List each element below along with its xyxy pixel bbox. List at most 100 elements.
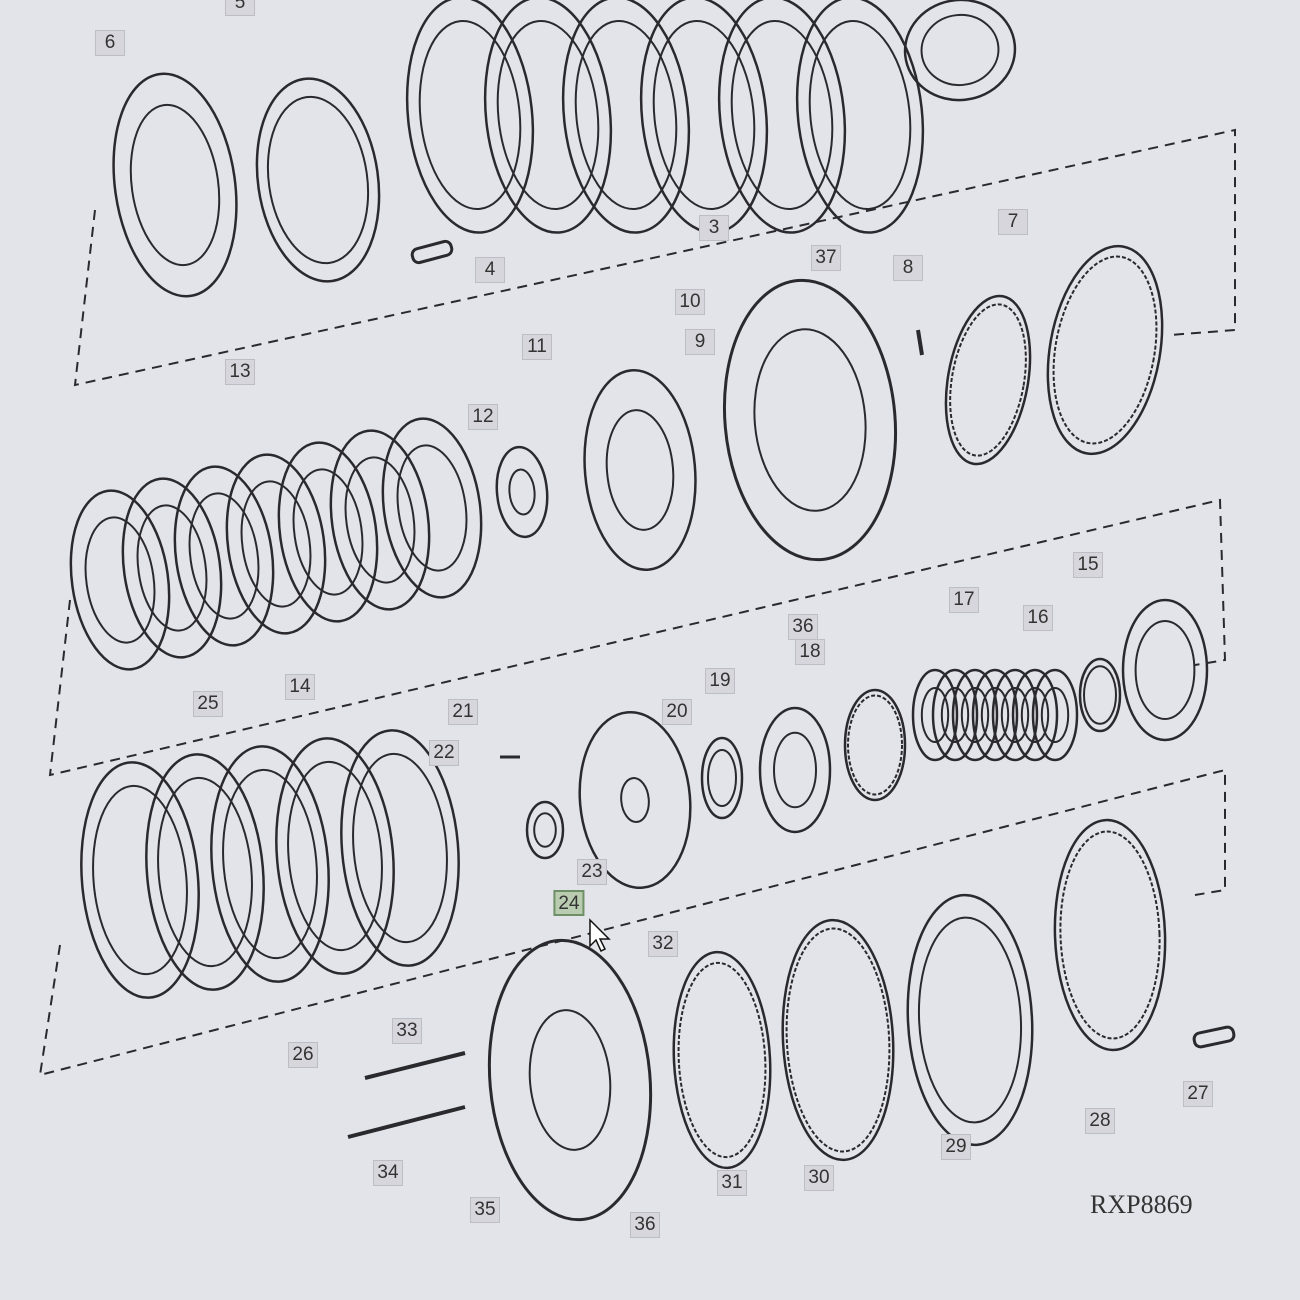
- part-25-26-disc-4-inner: [287, 760, 383, 952]
- callout-23[interactable]: 23: [577, 859, 607, 885]
- callout-25[interactable]: 25: [193, 691, 223, 717]
- callout-32[interactable]: 32: [648, 931, 678, 957]
- part-6-piston-inner: [129, 103, 221, 267]
- part-7-ring-inner: [1052, 255, 1158, 445]
- callout-35[interactable]: 35: [470, 1197, 500, 1223]
- callout-11[interactable]: 11: [522, 334, 552, 360]
- part-37-bolt: [916, 329, 924, 356]
- part-17-spring-4: [971, 668, 1019, 762]
- part-35-housing-inner: [528, 1009, 612, 1151]
- part-23-bushing-inner: [533, 812, 557, 848]
- callout-27[interactable]: 27: [1183, 1081, 1213, 1107]
- callout-29[interactable]: 29: [941, 1134, 971, 1160]
- callout-30[interactable]: 30: [804, 1165, 834, 1191]
- piston-hub-inner: [620, 777, 650, 823]
- part-25-26-disc-4: [275, 737, 395, 975]
- callout-26[interactable]: 26: [288, 1042, 318, 1068]
- part-17-spring-1-inner: [920, 687, 950, 743]
- part-29-piston-inner: [917, 916, 1023, 1124]
- part-13-14-disc-7: [381, 417, 483, 599]
- part-13-14-disc-5: [277, 441, 379, 623]
- callout-12[interactable]: 12: [468, 404, 498, 430]
- part-25-26-disc-5: [340, 729, 460, 967]
- part-3-disc-3-inner: [574, 19, 678, 211]
- part-17-spring-3: [951, 668, 999, 762]
- callout-10[interactable]: 10: [675, 289, 705, 315]
- callout-17[interactable]: 17: [949, 587, 979, 613]
- callout-5[interactable]: 5: [225, 0, 255, 16]
- figure-id: RXP8869: [1090, 1190, 1193, 1219]
- callout-31[interactable]: 31: [717, 1170, 747, 1196]
- part-17-spring-7: [1031, 668, 1079, 762]
- part-15-plate-inner: [1134, 620, 1196, 720]
- part-3-disc-2: [483, 0, 613, 234]
- callout-16[interactable]: 16: [1023, 605, 1053, 631]
- callout-33[interactable]: 33: [392, 1018, 422, 1044]
- part-23-bushing: [525, 800, 565, 860]
- top-drum: [903, 0, 1017, 102]
- part-28-plate: [1053, 818, 1167, 1052]
- callout-14[interactable]: 14: [285, 674, 315, 700]
- part-33-bolt: [364, 1051, 466, 1080]
- part-20-ring-inner: [707, 749, 737, 807]
- callout-6[interactable]: 6: [95, 30, 125, 56]
- part-13-14-disc-5-inner: [292, 468, 364, 596]
- group-boundary-3: [38, 768, 1226, 1077]
- callout-19[interactable]: 19: [705, 668, 735, 694]
- part-3-disc-1: [405, 0, 535, 234]
- callout-21[interactable]: 21: [448, 699, 478, 725]
- part-13-14-disc-7-inner: [396, 444, 468, 572]
- callout-18[interactable]: 18: [795, 639, 825, 665]
- part-19-seal-inner: [773, 731, 817, 809]
- part-25-26-disc-1-inner: [92, 784, 188, 976]
- part-25-26-disc-2-inner: [157, 776, 253, 968]
- part-13-14-disc-6: [329, 429, 431, 611]
- part-17-spring-6-inner: [1020, 687, 1050, 743]
- part-3-disc-6: [795, 0, 925, 234]
- part-17-spring-2-inner: [940, 687, 970, 743]
- callout-20[interactable]: 20: [662, 699, 692, 725]
- callout-4[interactable]: 4: [475, 257, 505, 283]
- part-13-14-disc-1: [69, 489, 171, 671]
- part-15-plate: [1121, 598, 1209, 742]
- part-8-ring-inner: [949, 303, 1027, 457]
- part-3-disc-6-inner: [808, 19, 912, 211]
- callout-34[interactable]: 34: [373, 1160, 403, 1186]
- callout-8[interactable]: 8: [893, 255, 923, 281]
- callout-7[interactable]: 7: [998, 209, 1028, 235]
- part-11-gear-inner: [605, 409, 675, 531]
- callout-9[interactable]: 9: [685, 329, 715, 355]
- part-12-gear: [495, 445, 549, 539]
- part-9-housing: [722, 278, 898, 562]
- part-25-26-disc-1: [80, 761, 200, 999]
- part-18-ring-inner: [847, 694, 903, 796]
- top-drum-inner: [920, 13, 1000, 87]
- part-11-gear: [583, 369, 697, 571]
- part-17-spring-4-inner: [980, 687, 1010, 743]
- part-9-housing-inner: [753, 328, 867, 512]
- callout-22[interactable]: 22: [429, 740, 459, 766]
- callout-28[interactable]: 28: [1085, 1108, 1115, 1134]
- part-4-spring: [410, 239, 454, 265]
- part-12-gear-inner: [508, 468, 536, 516]
- part-17-spring-5-inner: [1000, 687, 1030, 743]
- part-13-14-disc-1-inner: [84, 516, 156, 644]
- callout-3[interactable]: 3: [699, 215, 729, 241]
- callout-15[interactable]: 15: [1073, 552, 1103, 578]
- callout-37[interactable]: 37: [811, 245, 841, 271]
- callout-36[interactable]: 36: [630, 1212, 660, 1238]
- part-13-14-disc-4: [225, 453, 327, 635]
- part-6-piston: [112, 72, 238, 298]
- part-13-14-disc-3-inner: [188, 492, 260, 620]
- part-8-ring: [944, 294, 1032, 466]
- callout-24[interactable]: 24: [553, 890, 585, 916]
- part-5-plate-inner: [266, 95, 370, 265]
- part-3-disc-5-inner: [730, 19, 834, 211]
- part-19-seal: [758, 706, 832, 834]
- part-30-ring-inner: [785, 927, 891, 1153]
- callout-36[interactable]: 36: [788, 614, 818, 640]
- piston-hub: [578, 710, 692, 890]
- part-3-disc-1-inner: [418, 19, 522, 211]
- callout-13[interactable]: 13: [225, 359, 255, 385]
